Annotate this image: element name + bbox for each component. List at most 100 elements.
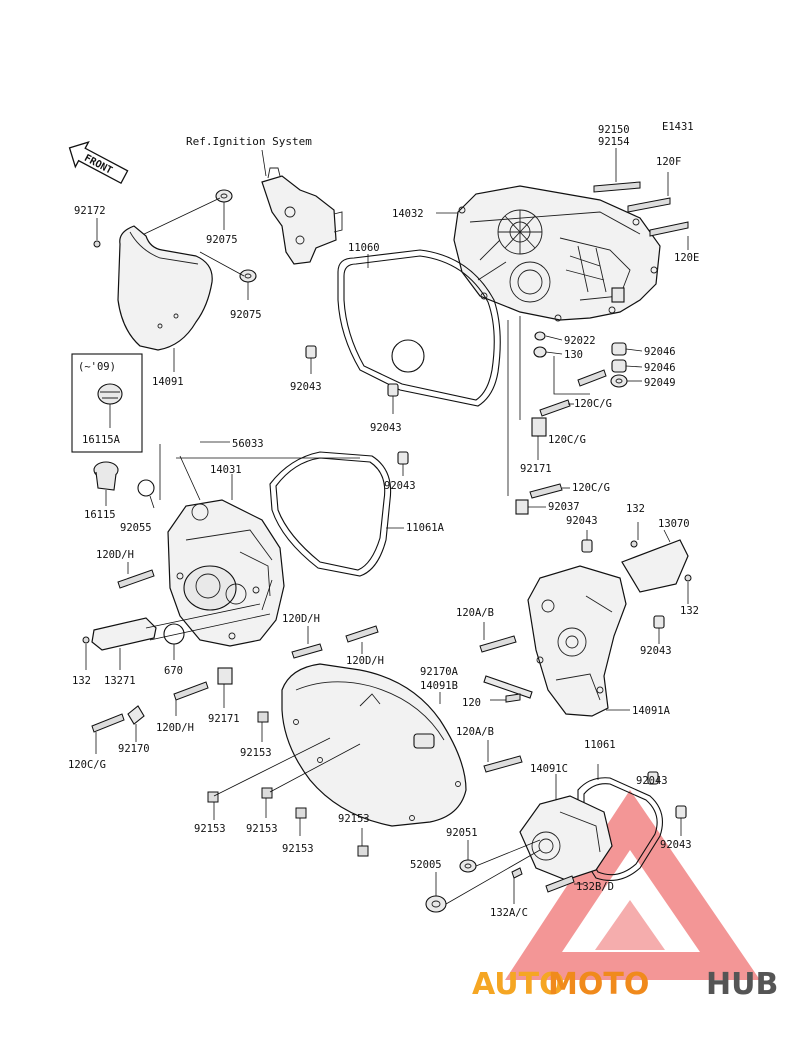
clamp-92171-upper	[531, 417, 547, 437]
label-92022: 92022	[564, 335, 596, 347]
label-92043-g: 92043	[660, 839, 692, 851]
label-92153-e: 92153	[338, 813, 370, 825]
label-92153-c: 92153	[246, 823, 278, 835]
label-92051: 92051	[446, 827, 478, 839]
label-92153-a: 92153	[240, 747, 272, 759]
dowel-92043-e	[653, 615, 665, 629]
watermark-triangle	[505, 790, 760, 980]
label-11060: 11060	[348, 242, 380, 254]
label-132-b: 132	[680, 605, 699, 617]
label-92043-b: 92043	[370, 422, 402, 434]
bar-92170A	[483, 675, 533, 699]
dowel-92043-a	[305, 345, 317, 359]
plate-13070	[621, 539, 689, 593]
label-92170A: 92170A	[420, 666, 459, 678]
label-120CG-d: 120C/G	[68, 759, 106, 771]
damper-92046-a	[611, 342, 627, 356]
label-120CG-b: 120C/G	[548, 434, 586, 446]
clamp-92037	[515, 499, 529, 515]
bolt-92153-d	[295, 807, 307, 819]
front-arrow-icon: FRONT	[68, 141, 129, 185]
label-13271: 13271	[104, 675, 136, 687]
collar-130	[533, 346, 547, 358]
dowel-92043-g	[675, 805, 687, 819]
label-92043-e: 92043	[640, 645, 672, 657]
label-11061A: 11061A	[406, 522, 445, 534]
label-120: 120	[462, 697, 481, 709]
inset-box: (~'09)	[71, 353, 143, 453]
seal-92051	[459, 859, 477, 873]
watermark-moto: MOTO	[548, 967, 649, 1002]
label-14091A: 14091A	[632, 705, 671, 717]
cover-14091	[117, 225, 213, 351]
dowel-92043-b	[387, 383, 399, 397]
dowel-92043-c	[397, 451, 409, 465]
grommet-92075-lower	[239, 269, 257, 283]
label-92172: 92172	[74, 205, 106, 217]
clamp-92171-lower	[217, 667, 233, 685]
cover-14031	[167, 499, 285, 647]
label-120F: 120F	[656, 156, 681, 168]
label-92046-a: 92046	[644, 346, 676, 358]
label-92171-b: 92171	[208, 713, 240, 725]
dowel-92043-f	[647, 771, 659, 785]
clamp-92170	[127, 705, 145, 725]
label-92171-a: 92171	[520, 463, 552, 475]
label-132-a: 132	[626, 503, 645, 515]
label-120DH-a: 120D/H	[96, 549, 134, 561]
bolt-92153-c	[261, 787, 273, 799]
label-92043-a: 92043	[290, 381, 322, 393]
watermark-hub: HUB	[706, 967, 778, 1002]
bolt-92153-b	[207, 791, 219, 803]
label-14091: 14091	[152, 376, 184, 388]
cap-16115	[93, 461, 119, 491]
label-92075-a: 92075	[206, 234, 238, 246]
label-13070: 13070	[658, 518, 690, 530]
label-92170: 92170	[118, 743, 150, 755]
label-14091B: 14091B	[420, 680, 458, 692]
label-92055: 92055	[120, 522, 152, 534]
inset-label: (~'09)	[78, 361, 116, 373]
oring-670	[163, 623, 185, 645]
watermark-text: AUTO MOTO HUB	[472, 967, 778, 1002]
label-16115A: 16115A	[82, 434, 121, 446]
label-120DH-c: 120D/H	[346, 655, 384, 667]
cover-14091C	[519, 795, 613, 881]
label-11061: 11061	[584, 739, 616, 751]
diagram-code: E1431	[662, 121, 694, 133]
housing-14032	[453, 185, 661, 322]
label-92043-d: 92043	[566, 515, 598, 527]
label-132AC: 132A/C	[490, 907, 528, 919]
label-120CG-c: 120C/G	[572, 482, 610, 494]
washer-92022	[534, 331, 546, 341]
label-130: 130	[564, 349, 583, 361]
label-120AB-1: 120A/B	[456, 607, 494, 619]
label-92043-c: 92043	[384, 480, 416, 492]
label-120DH-b: 120D/H	[282, 613, 320, 625]
label-14091C: 14091C	[530, 763, 568, 775]
label-132-c: 132	[72, 675, 91, 687]
damper-92046-b	[611, 359, 627, 373]
label-120CG-a: 120C/G	[574, 398, 612, 410]
cap-16115A	[97, 383, 123, 405]
gasket-11060	[337, 249, 501, 407]
label-52005: 52005	[410, 859, 442, 871]
gasket-11061	[577, 777, 663, 881]
label-16115: 16115	[84, 509, 116, 521]
washer-92049	[610, 374, 628, 388]
grommet-92075-upper	[215, 189, 233, 203]
label-92049: 92049	[644, 377, 676, 389]
label-14032: 14032	[392, 208, 424, 220]
cover-14091B	[281, 663, 467, 827]
label-92153-d: 92153	[282, 843, 314, 855]
bolt-92153-a	[257, 711, 269, 723]
oring-92055	[137, 479, 155, 497]
label-92037: 92037	[548, 501, 580, 513]
bolt-92172	[93, 240, 101, 248]
label-92043-f: 92043	[636, 775, 668, 787]
watermark-logo	[505, 790, 760, 980]
label-92153-b: 92153	[194, 823, 226, 835]
watermark-auto: AUTO	[472, 967, 565, 1002]
label-92150: 92150	[598, 124, 630, 136]
